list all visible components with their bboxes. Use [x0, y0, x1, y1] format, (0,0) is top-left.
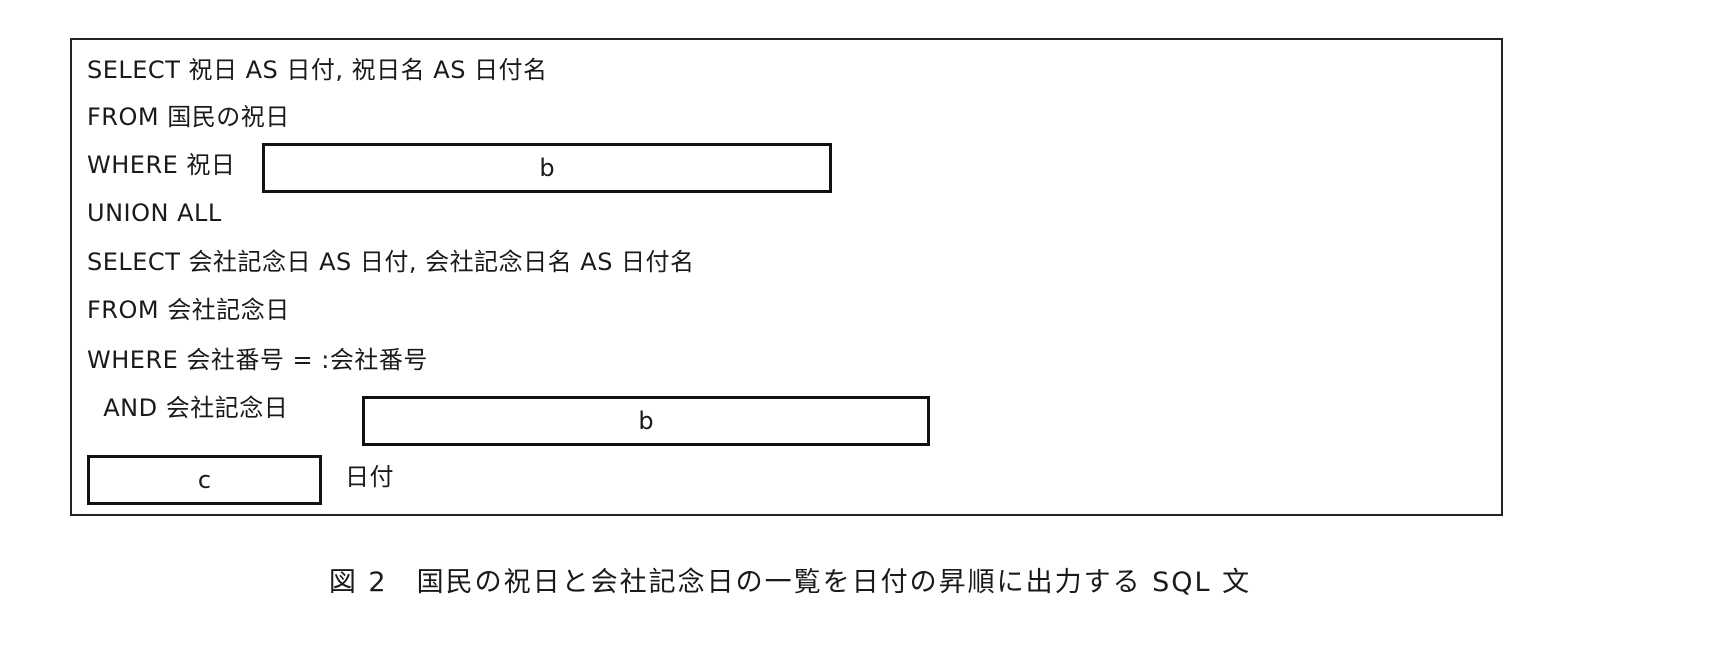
blank-c: c: [87, 455, 322, 505]
blank-b-2: b: [362, 396, 930, 446]
code-line-9: 日付: [345, 463, 394, 491]
figure-caption: 図 2 国民の祝日と会社記念日の一覧を日付の昇順に出力する SQL 文: [328, 567, 1252, 598]
sql-code-frame: [70, 38, 1503, 516]
code-line-7: WHERE 会社番号 = :会社番号: [87, 346, 428, 374]
blank-b-1: b: [262, 143, 832, 193]
code-line-1: SELECT 祝日 AS 日付, 祝日名 AS 日付名: [87, 56, 548, 84]
code-line-2: FROM 国民の祝日: [87, 103, 290, 131]
code-line-6: FROM 会社記念日: [87, 296, 290, 324]
code-line-3: WHERE 祝日: [87, 151, 236, 179]
code-line-5: SELECT 会社記念日 AS 日付, 会社記念日名 AS 日付名: [87, 248, 695, 276]
code-line-4: UNION ALL: [87, 199, 222, 227]
code-line-8: AND 会社記念日: [87, 394, 289, 422]
